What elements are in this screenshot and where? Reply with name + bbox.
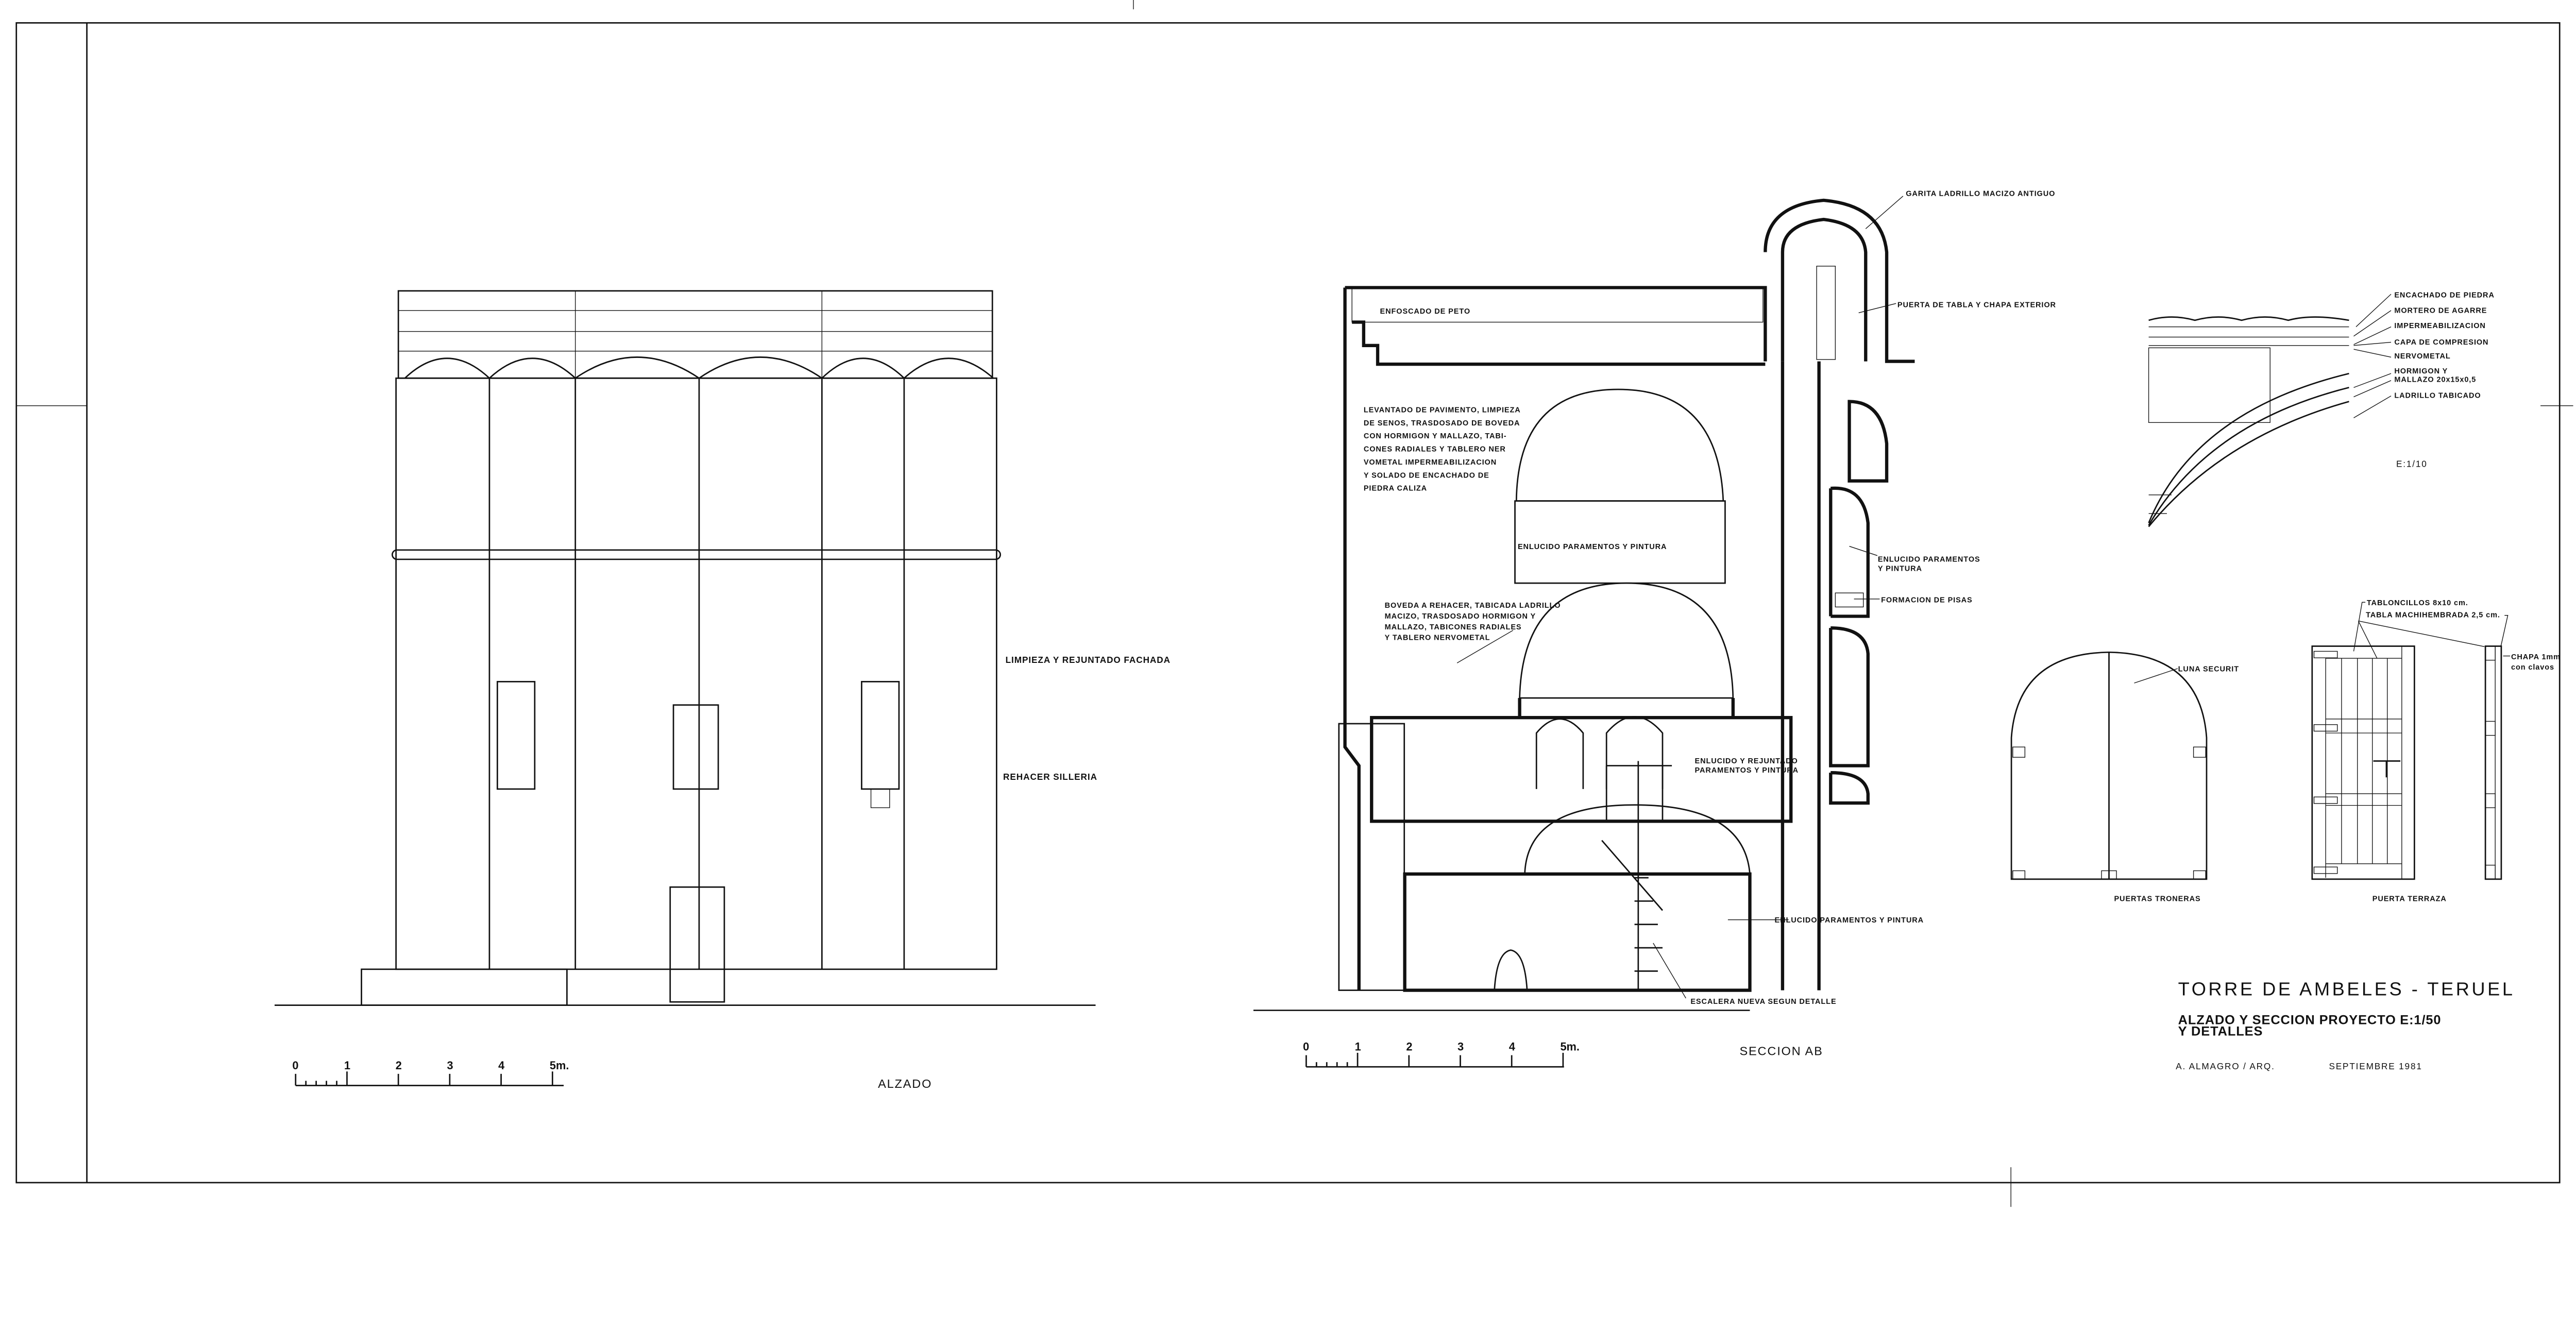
seccion-scale-bar: 0 1 2 3 4 5m. bbox=[1303, 1040, 1580, 1068]
note-line: CONES RADIALES Y TABLERO NER bbox=[1364, 446, 1506, 454]
garita bbox=[1764, 198, 1915, 363]
label-enlucido-lower: ENLUCIDO PARAMENTOS Y PINTURA bbox=[1775, 916, 1924, 925]
scale-tick: 2 bbox=[1406, 1040, 1412, 1053]
entrance-door bbox=[669, 886, 725, 1003]
detail-layer: MALLAZO 20x15x0,5 bbox=[2394, 375, 2476, 384]
upper-vault bbox=[1514, 388, 1726, 584]
sheet-author: A. ALMAGRO / ARQ. bbox=[2176, 1061, 2275, 1071]
note-line: DE SENOS, TRASDOSADO DE BOVEDA bbox=[1364, 419, 1520, 428]
scale-tick: 3 bbox=[1458, 1040, 1464, 1053]
scale-tick: 3 bbox=[447, 1059, 453, 1072]
drawing-sheet: LIMPIEZA Y REJUNTADO FACHADA REHACER SIL… bbox=[15, 0, 2573, 1207]
scale-tick: 4 bbox=[1509, 1040, 1515, 1053]
label-tabloncillos: TABLONCILLOS 8x10 cm. bbox=[2367, 599, 2468, 607]
note-line: BOVEDA A REHACER, TABICADA LADRILLO bbox=[1385, 602, 1561, 610]
note-line: Y SOLADO DE ENCACHADO DE bbox=[1364, 471, 1489, 480]
label-enlucido-upper: ENLUCIDO PARAMENTOS Y PINTURA bbox=[1518, 543, 1667, 551]
note-silleria: REHACER SILLERIA bbox=[1003, 772, 1097, 782]
label-tabla: TABLA MACHIHEMBRADA 2,5 cm. bbox=[2366, 611, 2500, 619]
vault-layer-detail: ENCACHADO DE PIEDRA MORTERO DE AGARRE IM… bbox=[2148, 291, 2494, 527]
troneras-caption: PUERTAS TRONERAS bbox=[2114, 895, 2200, 903]
crenellation-arches bbox=[404, 356, 994, 380]
scale-tick: 2 bbox=[396, 1059, 402, 1072]
sheet-date: SEPTIEMBRE 1981 bbox=[2329, 1061, 2422, 1071]
label-chapa: CHAPA 1mm bbox=[2511, 653, 2561, 661]
stone-wall bbox=[395, 377, 997, 970]
note-line: VOMETAL IMPERMEABILIZACION bbox=[1364, 458, 1497, 467]
note-line: MALLAZO, TABICONES RADIALES bbox=[1385, 623, 1522, 631]
note-line: PIEDRA CALIZA bbox=[1364, 485, 1427, 493]
scale-tick: 5m. bbox=[1560, 1040, 1579, 1053]
sheet-frame bbox=[15, 0, 2573, 1207]
plinth bbox=[361, 968, 568, 1006]
label-garita: GARITA LADRILLO MACIZO ANTIGUO bbox=[1906, 190, 2055, 198]
sheet-title: TORRE DE AMBELES - TERUEL bbox=[2178, 979, 2515, 1000]
parapet bbox=[397, 290, 993, 379]
label-rejuntado: ENLUCIDO Y REJUNTADO bbox=[1695, 757, 1798, 765]
label-enlucido-stair: ENLUCIDO PARAMENTOS bbox=[1878, 555, 1980, 563]
restoration-hatch bbox=[672, 704, 719, 790]
note-line: LEVANTADO DE PAVIMENTO, LIMPIEZA bbox=[1364, 406, 1521, 414]
new-staircase bbox=[1601, 761, 1672, 990]
detail-scale: E:1/10 bbox=[2396, 458, 2428, 469]
lower-vault bbox=[1403, 804, 1752, 992]
string-course bbox=[392, 549, 1001, 560]
puertas-troneras: LUNA SECURIT PUERTAS TRONERAS bbox=[2010, 651, 2239, 903]
label-peto: ENFOSCADO DE PETO bbox=[1380, 307, 1470, 316]
label-escalera: ESCALERA NUEVA SEGUN DETALLE bbox=[1690, 998, 1836, 1006]
detail-layer: LADRILLO TABICADO bbox=[2394, 391, 2481, 400]
detail-layer: NERVOMETAL bbox=[2394, 352, 2450, 361]
scale-tick: 0 bbox=[292, 1059, 298, 1072]
detail-layer: ENCACHADO DE PIEDRA bbox=[2394, 291, 2494, 299]
label-boveda: BOVEDA A REHACER, TABICADA LADRILLO MACI… bbox=[1385, 602, 1561, 642]
note-line: Y TABLERO NERVOMETAL bbox=[1385, 634, 1490, 642]
scale-tick: 1 bbox=[344, 1059, 350, 1072]
detail-layer: IMPERMEABILIZACION bbox=[2394, 322, 2485, 330]
door-side-section bbox=[2484, 645, 2502, 880]
title-block: TORRE DE AMBELES - TERUEL ALZADO Y SECCI… bbox=[2176, 979, 2515, 1071]
sheet-subtitle: ALZADO Y SECCION PROYECTO bbox=[2178, 1013, 2396, 1028]
label-levantado: LEVANTADO DE PAVIMENTO, LIMPIEZA DE SENO… bbox=[1364, 406, 1521, 493]
scale-tick: 4 bbox=[498, 1059, 504, 1072]
seccion-caption: SECCION AB bbox=[1740, 1045, 1823, 1058]
alzado-scale-bar: 0 1 2 3 4 5m. bbox=[292, 1059, 569, 1086]
sheet-scale: E:1/50 bbox=[2400, 1013, 2441, 1028]
masonry-base bbox=[1338, 723, 1405, 991]
terraza-caption: PUERTA TERRAZA bbox=[2372, 895, 2447, 903]
detail-layer: MORTERO DE AGARRE bbox=[2394, 306, 2487, 315]
label-rejuntado: PARAMENTOS Y PINTURA bbox=[1695, 766, 1799, 775]
label-luna: LUNA SECURIT bbox=[2178, 665, 2239, 673]
note-line: CON HORMIGON Y MALLAZO, TABI- bbox=[1364, 432, 1507, 440]
note-limpieza: LIMPIEZA Y REJUNTADO FACHADA bbox=[1006, 655, 1171, 665]
middle-vault bbox=[1370, 582, 1793, 823]
label-pisas: FORMACION DE PISAS bbox=[1881, 596, 1972, 604]
seccion-ab: GARITA LADRILLO MACIZO ANTIGUO PUERTA DE… bbox=[1253, 190, 2056, 1068]
alzado-elevation: LIMPIEZA Y REJUNTADO FACHADA REHACER SIL… bbox=[274, 290, 1171, 1090]
stair-shafts bbox=[1829, 400, 1889, 805]
sheet-subtitle-2: Y DETALLES bbox=[2178, 1024, 2263, 1039]
label-puerta: PUERTA DE TABLA Y CHAPA EXTERIOR bbox=[1897, 301, 2056, 309]
label-chapa: con clavos bbox=[2511, 663, 2554, 672]
detail-layer: HORMIGON Y bbox=[2394, 367, 2448, 375]
scale-tick: 5m. bbox=[550, 1059, 569, 1072]
scale-tick: 0 bbox=[1303, 1040, 1309, 1053]
peto bbox=[1351, 287, 1764, 323]
note-line: MACIZO, TRASDOSADO HORMIGON Y bbox=[1385, 612, 1536, 621]
scale-tick: 1 bbox=[1355, 1040, 1361, 1053]
label-enlucido-stair: Y PINTURA bbox=[1878, 565, 1922, 573]
detail-layer: CAPA DE COMPRESION bbox=[2394, 338, 2488, 347]
alzado-caption: ALZADO bbox=[878, 1077, 932, 1090]
puerta-terraza: TABLONCILLOS 8x10 cm. TABLA MACHIHEMBRAD… bbox=[2311, 599, 2561, 903]
